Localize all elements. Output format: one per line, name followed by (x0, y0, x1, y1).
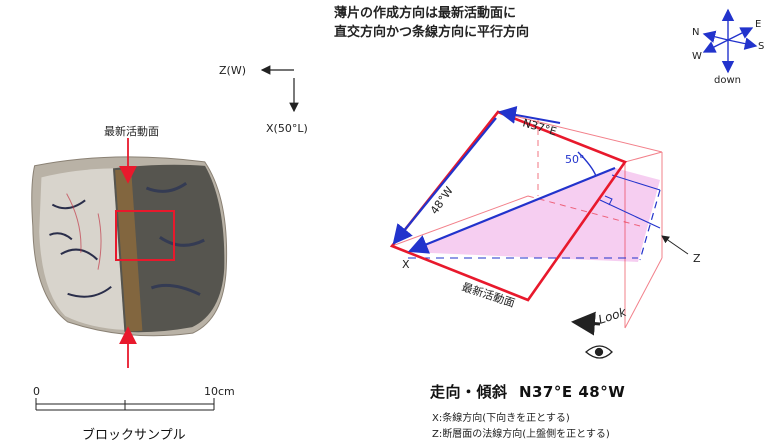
z-note: Z:断層面の法線方向(上盤側を正とする) (432, 429, 610, 440)
orientation-note: 薄片の作成方向は最新活動面に 直交方向かつ条線方向に平行方向 (334, 4, 529, 42)
strike-label: N37°E (521, 116, 558, 138)
compass-e: E (755, 19, 762, 30)
strike-arrow (498, 106, 561, 124)
scale-zero: 0 (33, 385, 40, 398)
right-angle-mark (604, 195, 613, 206)
compass-n: N (692, 27, 700, 38)
angle-arc (577, 151, 597, 177)
dip-arrow (392, 117, 497, 245)
orientation-note-line1: 薄片の作成方向は最新活動面に (334, 6, 517, 21)
thin-section-box (115, 210, 175, 261)
fault-plane-inner (527, 161, 626, 301)
blue-dashed (611, 174, 661, 191)
x-axis-label: X(50°L) (266, 122, 308, 135)
look-arrow (571, 311, 601, 336)
eye-icon (585, 345, 613, 359)
z-axis-label: Z(W) (219, 64, 246, 77)
dip-label: 48°W (428, 184, 456, 216)
compass-s: S (758, 41, 765, 52)
z-label: Z (693, 252, 701, 265)
normal-line (599, 199, 661, 229)
x-note: X:条線方向(下向きを正とする) (432, 413, 570, 424)
block-sample-photo (31, 138, 228, 411)
x-label: X (402, 258, 410, 271)
z-arrow (661, 235, 689, 255)
compass-w: W (692, 51, 702, 62)
angle-label: 50° (565, 153, 585, 166)
sample-caption: ブロックサンプル (82, 428, 186, 443)
section-plane (408, 168, 660, 262)
sample-plane-label: 最新活動面 (104, 125, 159, 138)
scale-ten: 10cm (204, 385, 235, 398)
striation-x-arrow (407, 166, 616, 254)
blue-dashed-2 (639, 189, 661, 261)
strike-dip-title: 走向・傾斜 N37°E 48°W (430, 383, 626, 401)
orientation-note-line2: 直交方向かつ条線方向に平行方向 (334, 25, 530, 40)
look-label: Look (597, 304, 629, 326)
scale-bar (35, 398, 215, 411)
compass-down: down (714, 75, 741, 86)
